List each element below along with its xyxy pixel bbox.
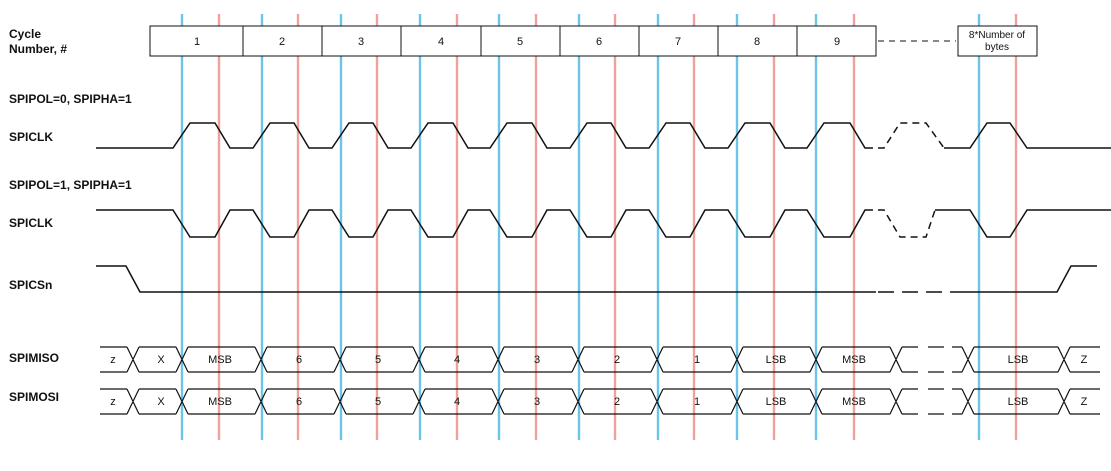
- spimiso-cell: Z: [1081, 354, 1088, 366]
- spiclk-0-gap: [866, 122, 945, 149]
- spimosi-cell: 1: [694, 396, 700, 408]
- spimiso-cell: 4: [454, 354, 460, 366]
- spimosi-cell: LSB: [766, 396, 787, 408]
- spimosi-cell: 6: [296, 396, 302, 408]
- edge-marker-lines: [180, 14, 1018, 440]
- spimiso-cells: z X MSB 6 5 4 3 2 1 LSB MSB LSB Z: [110, 354, 1087, 366]
- spicsn-label: SPICSn: [9, 278, 52, 292]
- bus-outline: [100, 388, 1100, 415]
- mode-0-label: SPIPOL=0, SPIPHA=1: [9, 92, 132, 106]
- spimosi-cell: MSB: [208, 396, 232, 408]
- cycle-box-frame: [149, 25, 877, 57]
- spiclk-0-label: SPICLK: [9, 130, 53, 144]
- spimiso-cell: 2: [614, 354, 620, 366]
- cycle-number-label: Number, #: [9, 42, 67, 56]
- spiclk-1-gap: [866, 209, 936, 238]
- spimiso-cell: 1: [694, 354, 700, 366]
- spiclk-1-label: SPICLK: [9, 216, 53, 230]
- spimiso-cell: 6: [296, 354, 302, 366]
- spimosi-cell: LSB: [1008, 396, 1029, 408]
- spimosi-cell: 2: [614, 396, 620, 408]
- spimosi-cell: Z: [1081, 396, 1088, 408]
- cycle-dividers: [242, 26, 798, 56]
- last-cycle-label: bytes: [985, 42, 1009, 53]
- spicsn-waveform-end: [958, 265, 1097, 293]
- cycle-label: 4: [438, 36, 444, 48]
- spimiso-label: SPIMISO: [9, 351, 59, 365]
- cycle-label: 7: [675, 36, 681, 48]
- cycle-label: 6: [596, 36, 602, 48]
- spimosi-cell: MSB: [842, 396, 866, 408]
- spimiso-cell: MSB: [208, 354, 232, 366]
- spimiso-cell: LSB: [766, 354, 787, 366]
- spimosi-cell: 5: [375, 396, 381, 408]
- cycle-label: 5: [517, 36, 523, 48]
- cycle-label: 1: [194, 36, 200, 48]
- spimosi-cells: z X MSB 6 5 4 3 2 1 LSB MSB LSB Z: [110, 396, 1087, 408]
- cycle-label: 2: [279, 36, 285, 48]
- spimiso-cell: z: [110, 354, 116, 366]
- cycle-label: 3: [358, 36, 364, 48]
- spimiso-cell: 3: [534, 354, 540, 366]
- cycle-number-label: Cycle: [9, 27, 41, 41]
- cycle-number-row: 1 2 3 4 5 6 7 8 9 8*Number of bytes: [149, 25, 1038, 57]
- spimiso-cell: X: [157, 354, 165, 366]
- last-cycle-label: 8*Number of: [969, 30, 1025, 41]
- mode-1-label: SPIPOL=1, SPIPHA=1: [9, 178, 132, 192]
- spimiso-cell: LSB: [1008, 354, 1029, 366]
- spimosi-cell: 3: [534, 396, 540, 408]
- spimiso-cell: 5: [375, 354, 381, 366]
- spimosi-cell: X: [157, 396, 165, 408]
- spimiso-cell: MSB: [842, 354, 866, 366]
- spimiso-bus: [100, 346, 1100, 373]
- cycle-label: 9: [834, 36, 840, 48]
- bus-outline: [100, 346, 1100, 373]
- spicsn-waveform: [96, 265, 876, 293]
- spiclk-1-waveform: [96, 209, 1111, 238]
- spimosi-bus: [100, 388, 1100, 415]
- spimosi-cell: z: [110, 396, 116, 408]
- spiclk-0-waveform: [96, 122, 1111, 149]
- spimosi-label: SPIMOSI: [9, 390, 59, 404]
- spimosi-cell: 4: [454, 396, 460, 408]
- last-cycle-box: [957, 25, 1038, 57]
- cycle-label: 8: [754, 36, 760, 48]
